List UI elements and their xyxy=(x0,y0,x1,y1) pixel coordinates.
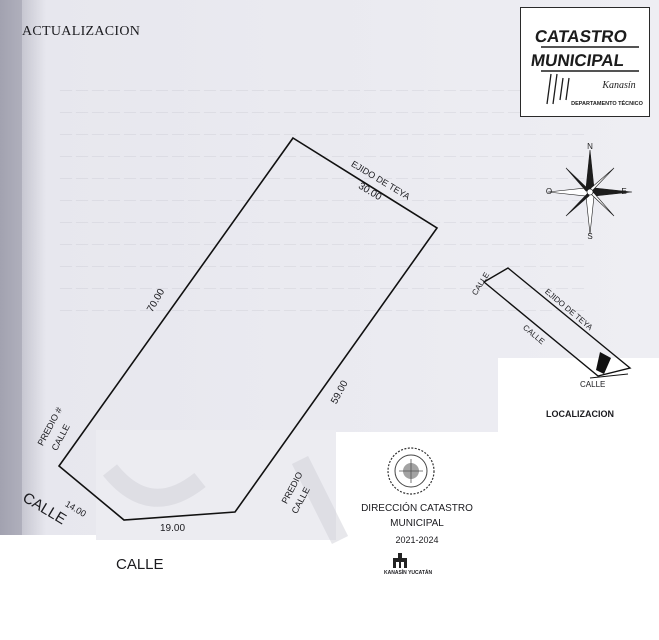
stamp-line2: MUNICIPAL xyxy=(390,518,444,529)
logo-subtitle: DEPARTAMENTO TÉCNICO xyxy=(571,99,644,107)
plot-boundary xyxy=(57,136,439,521)
municipal-seal-icon xyxy=(387,447,435,495)
logo-graphic: CATASTRO MUNICIPAL Kanasín DEPARTAMENTO … xyxy=(530,27,644,107)
compass-n-label: N xyxy=(587,142,593,151)
location-caption: LOCALIZACION xyxy=(546,409,614,419)
page-title: ACTUALIZACION xyxy=(22,24,141,39)
catastro-logo: CATASTRO MUNICIPAL Kanasín DEPARTAMENTO … xyxy=(520,7,650,117)
location-calle-bottom: CALLE xyxy=(580,380,606,389)
logo-script: Kanasín xyxy=(601,80,635,91)
town-hall-icon xyxy=(393,553,407,568)
calle-bottom: CALLE xyxy=(116,556,164,573)
stamp-footer: KANASÍN YUCATÁN xyxy=(384,570,433,576)
location-marker xyxy=(596,352,611,374)
stamp-years: 2021-2024 xyxy=(395,535,439,545)
stamp-line1: DIRECCIÓN CATASTRO xyxy=(361,503,473,514)
logo-line2: MUNICIPAL xyxy=(530,51,626,70)
logo-line1: CATASTRO xyxy=(534,27,629,46)
side-bottom-label: 19.00 xyxy=(160,523,186,534)
compass-o-label: O xyxy=(546,187,552,196)
location-sketch xyxy=(482,267,632,377)
compass-e-label: E xyxy=(621,187,626,196)
compass-rose-icon: N S E O xyxy=(546,142,633,241)
compass-s-label: S xyxy=(587,232,592,241)
